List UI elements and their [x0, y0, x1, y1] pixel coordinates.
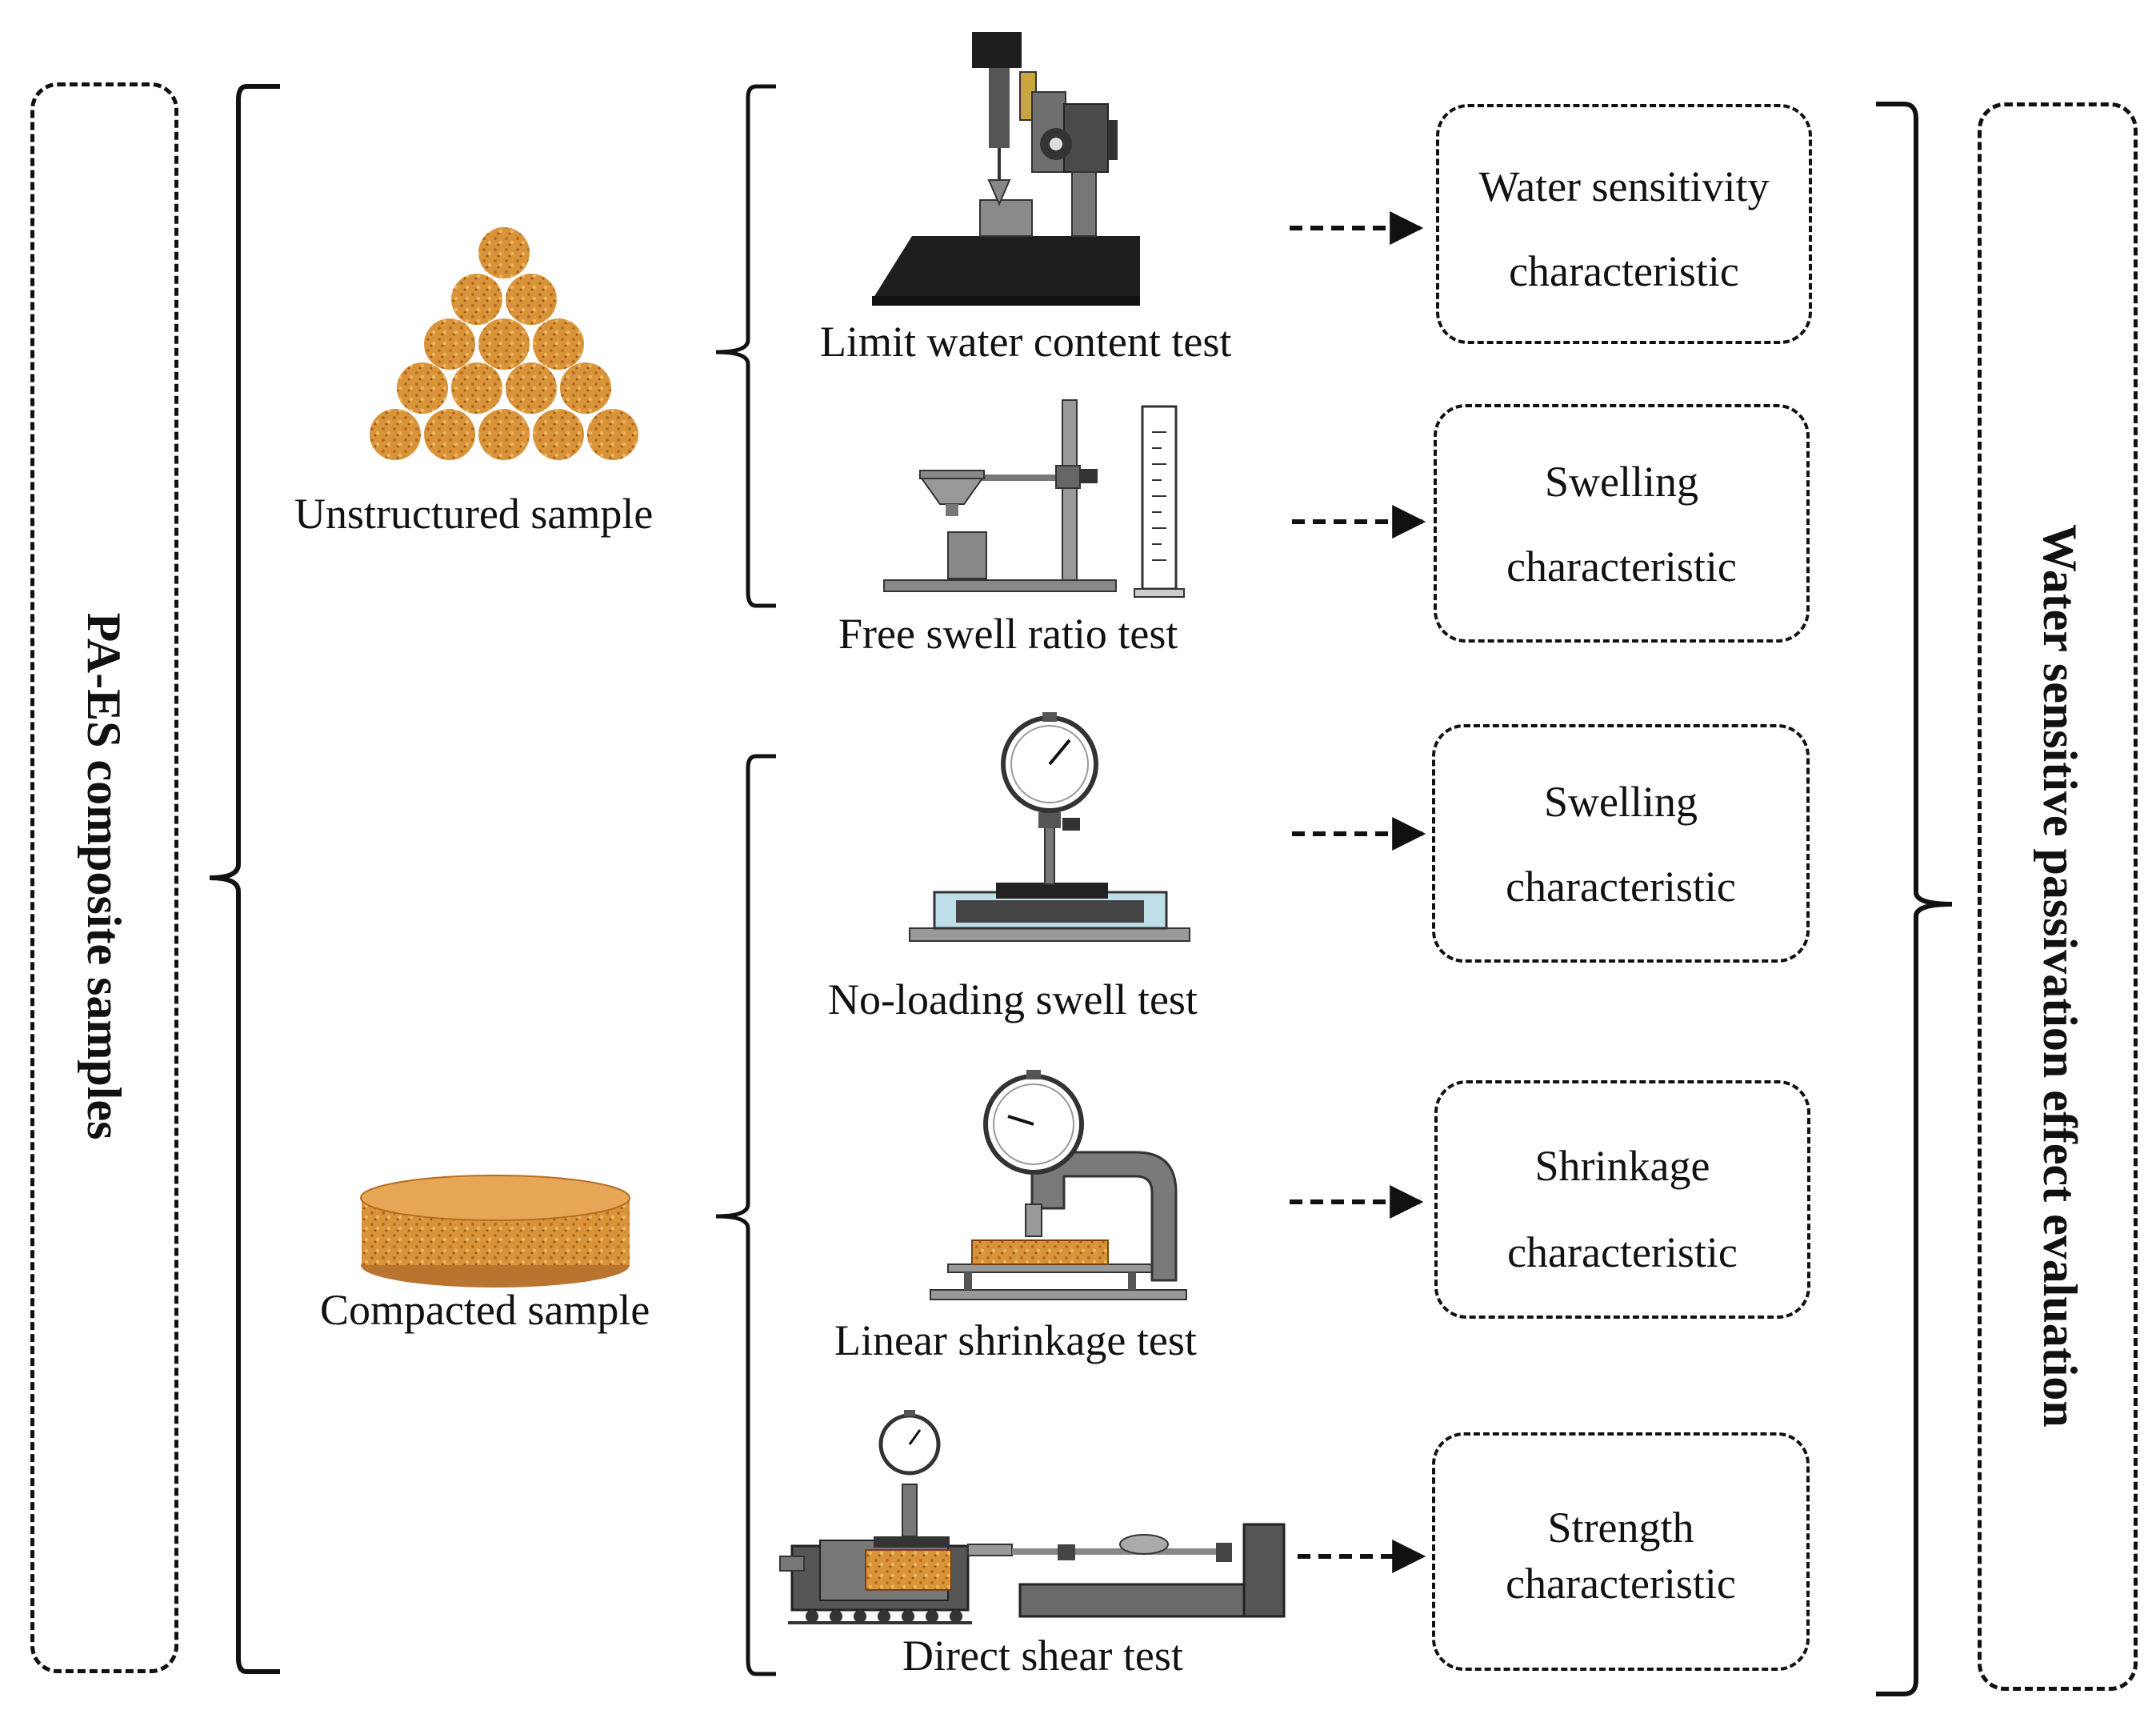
characteristic-line2: characteristic — [1507, 1228, 1738, 1276]
compacted-sample-disc-icon — [360, 1175, 630, 1288]
evaluation-bracket — [1876, 102, 1953, 1696]
right-panel-box — [1978, 102, 2138, 1691]
swell-dial-gauge-icon — [909, 712, 1190, 942]
characteristic-line2: characteristic — [1506, 1560, 1736, 1608]
test-label-direct-shear: Direct shear test — [902, 1632, 1183, 1680]
characteristic-box: Strength characteristic — [1432, 1432, 1810, 1671]
test-label-no-loading-swell: No-loading swell test — [828, 975, 1198, 1023]
characteristic-line2: characteristic — [1506, 543, 1737, 591]
unstructured-sample-label: Unstructured sample — [294, 490, 654, 538]
characteristic-box: Swelling characteristic — [1432, 724, 1810, 963]
left-panel-box — [30, 82, 178, 1673]
fall-cone-apparatus-icon — [872, 32, 1140, 306]
funnel-stand-cylinder-icon — [883, 399, 1185, 598]
test-label-linear-shrinkage: Linear shrinkage test — [834, 1316, 1197, 1364]
characteristic-line2: characteristic — [1509, 247, 1739, 295]
characteristic-line1: Swelling — [1544, 458, 1698, 506]
characteristic-line1: Water sensitivity — [1478, 162, 1770, 210]
unstructured-tests-bracket — [715, 84, 776, 608]
characteristic-line1: Swelling — [1543, 778, 1698, 826]
characteristic-box: Water sensitivity characteristic — [1436, 104, 1812, 344]
shrinkage-gauge-frame-icon — [930, 1070, 1187, 1300]
test-label-limit-water-content: Limit water content test — [820, 318, 1232, 366]
test-label-free-swell-ratio: Free swell ratio test — [838, 610, 1178, 658]
characteristic-line1: Shrinkage — [1534, 1142, 1710, 1190]
characteristic-line2: characteristic — [1506, 863, 1736, 911]
unstructured-sample-pile-icon — [370, 227, 638, 460]
characteristic-line1: Strength — [1547, 1504, 1694, 1552]
characteristic-box: Shrinkage characteristic — [1434, 1080, 1810, 1319]
samples-bracket — [209, 84, 280, 1674]
compacted-sample-label: Compacted sample — [320, 1286, 650, 1334]
compacted-tests-bracket — [715, 754, 776, 1676]
characteristic-box: Swelling characteristic — [1434, 404, 1810, 643]
direct-shear-apparatus-icon — [779, 1410, 1286, 1624]
